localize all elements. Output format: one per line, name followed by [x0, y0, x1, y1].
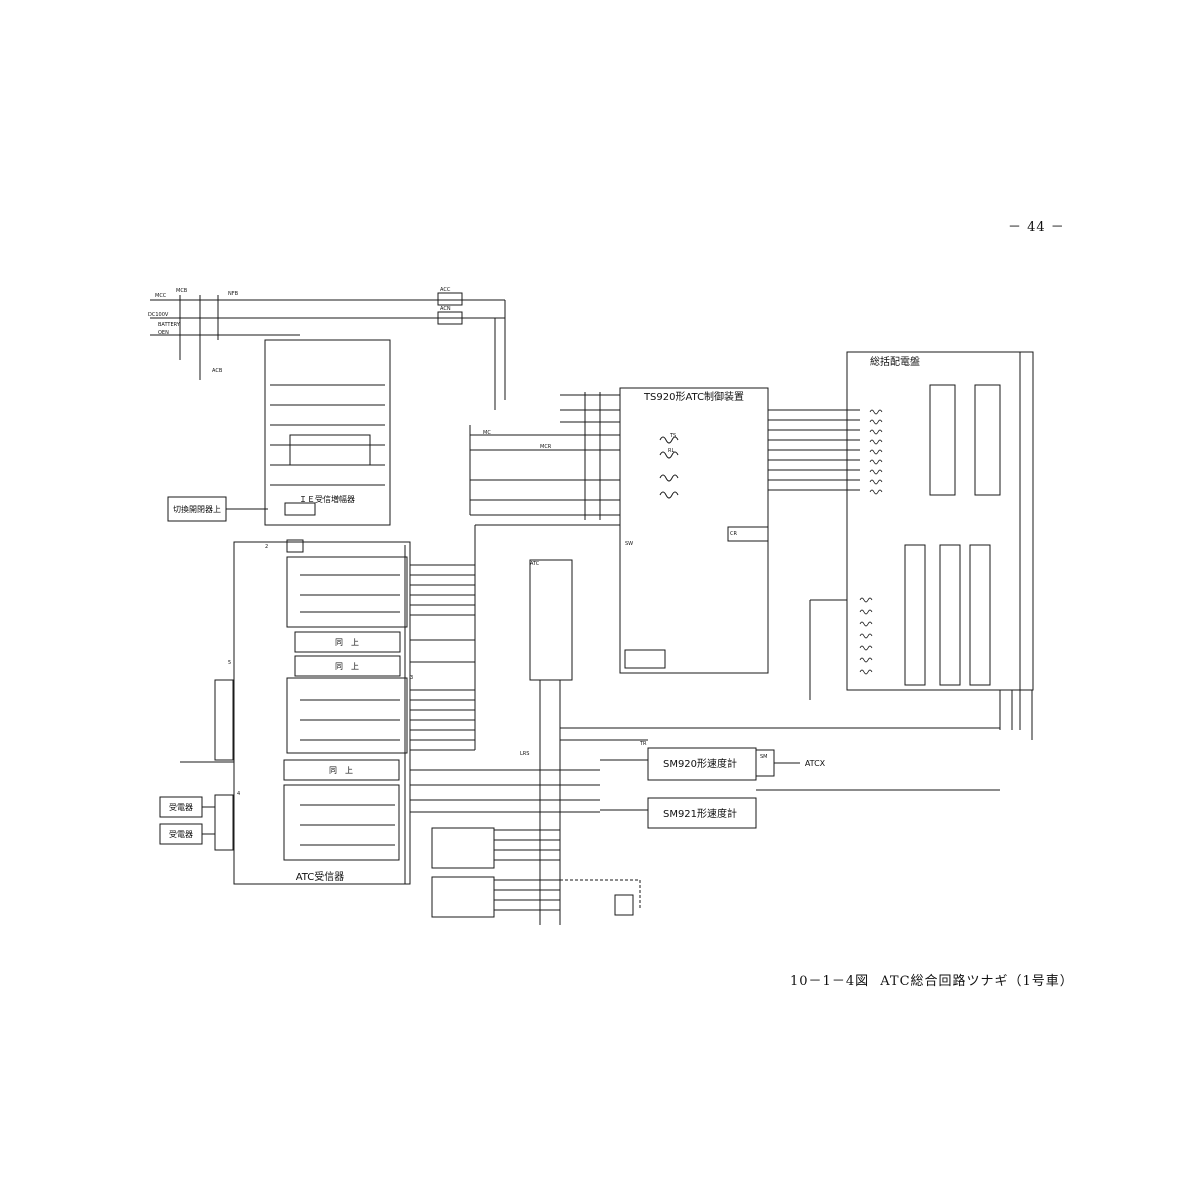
- small-label: DC100V: [148, 312, 169, 318]
- small-label: LRS: [520, 751, 529, 757]
- small-label: CR: [730, 531, 737, 537]
- atcx-label: ATCX: [805, 759, 826, 768]
- small-label: 5: [228, 660, 231, 666]
- same-label-3: 同 上: [329, 766, 353, 775]
- small-label: 3: [410, 675, 413, 681]
- small-label: ACB: [212, 368, 223, 374]
- speedometer-1-label: SM920形速度計: [663, 757, 737, 770]
- figure-caption: 10－1－4図 ATC総合回路ツナギ（1号車）: [790, 970, 1080, 989]
- distribution-panel-label: 総括配電盤: [870, 355, 920, 368]
- amplifier-block: [264, 339, 391, 526]
- small-label: MCR: [540, 444, 552, 450]
- pickup-1-label: 受電器: [169, 802, 193, 812]
- small-label: NFB: [228, 291, 239, 297]
- small-label: OEN: [158, 330, 169, 336]
- amplifier-label: ＩＥ受信増幅器: [299, 494, 355, 504]
- small-label: 4: [237, 791, 240, 797]
- pickup-2-label: 受電器: [169, 829, 193, 839]
- switch-unit-label: 切換開閉器上: [173, 504, 221, 514]
- same-label-1: 同 上: [335, 638, 359, 647]
- figure-number: 10－1－4図: [790, 974, 870, 989]
- small-label: BATTERY: [158, 322, 181, 328]
- speedometer-2-box: [647, 797, 757, 829]
- small-label: SW: [625, 541, 633, 547]
- control-unit-block: [619, 387, 769, 674]
- same-label-2: 同 上: [335, 662, 359, 671]
- small-label: MC: [483, 430, 491, 436]
- page-number: － 44 －: [1008, 220, 1065, 235]
- receiver-label: ATC受信器: [296, 871, 345, 883]
- control-unit-label: TS920形ATC制御装置: [643, 390, 744, 403]
- figure-title: ATC総合回路ツナギ（1号車）: [880, 974, 1074, 989]
- receiver-block: [233, 541, 411, 885]
- small-label: 2: [265, 544, 268, 550]
- small-label: RL: [668, 448, 674, 454]
- small-label: SM: [760, 754, 768, 760]
- small-label: MCB: [176, 288, 188, 294]
- speedometer-2-label: SM921形速度計: [663, 807, 737, 820]
- small-label: ATC: [530, 561, 540, 567]
- small-label: TR: [639, 741, 647, 747]
- small-label: ACC: [440, 287, 451, 293]
- small-label: MCC: [155, 293, 167, 299]
- small-label: TS: [669, 433, 676, 439]
- small-label: ACN: [440, 306, 451, 312]
- distribution-panel-block: [846, 351, 1034, 691]
